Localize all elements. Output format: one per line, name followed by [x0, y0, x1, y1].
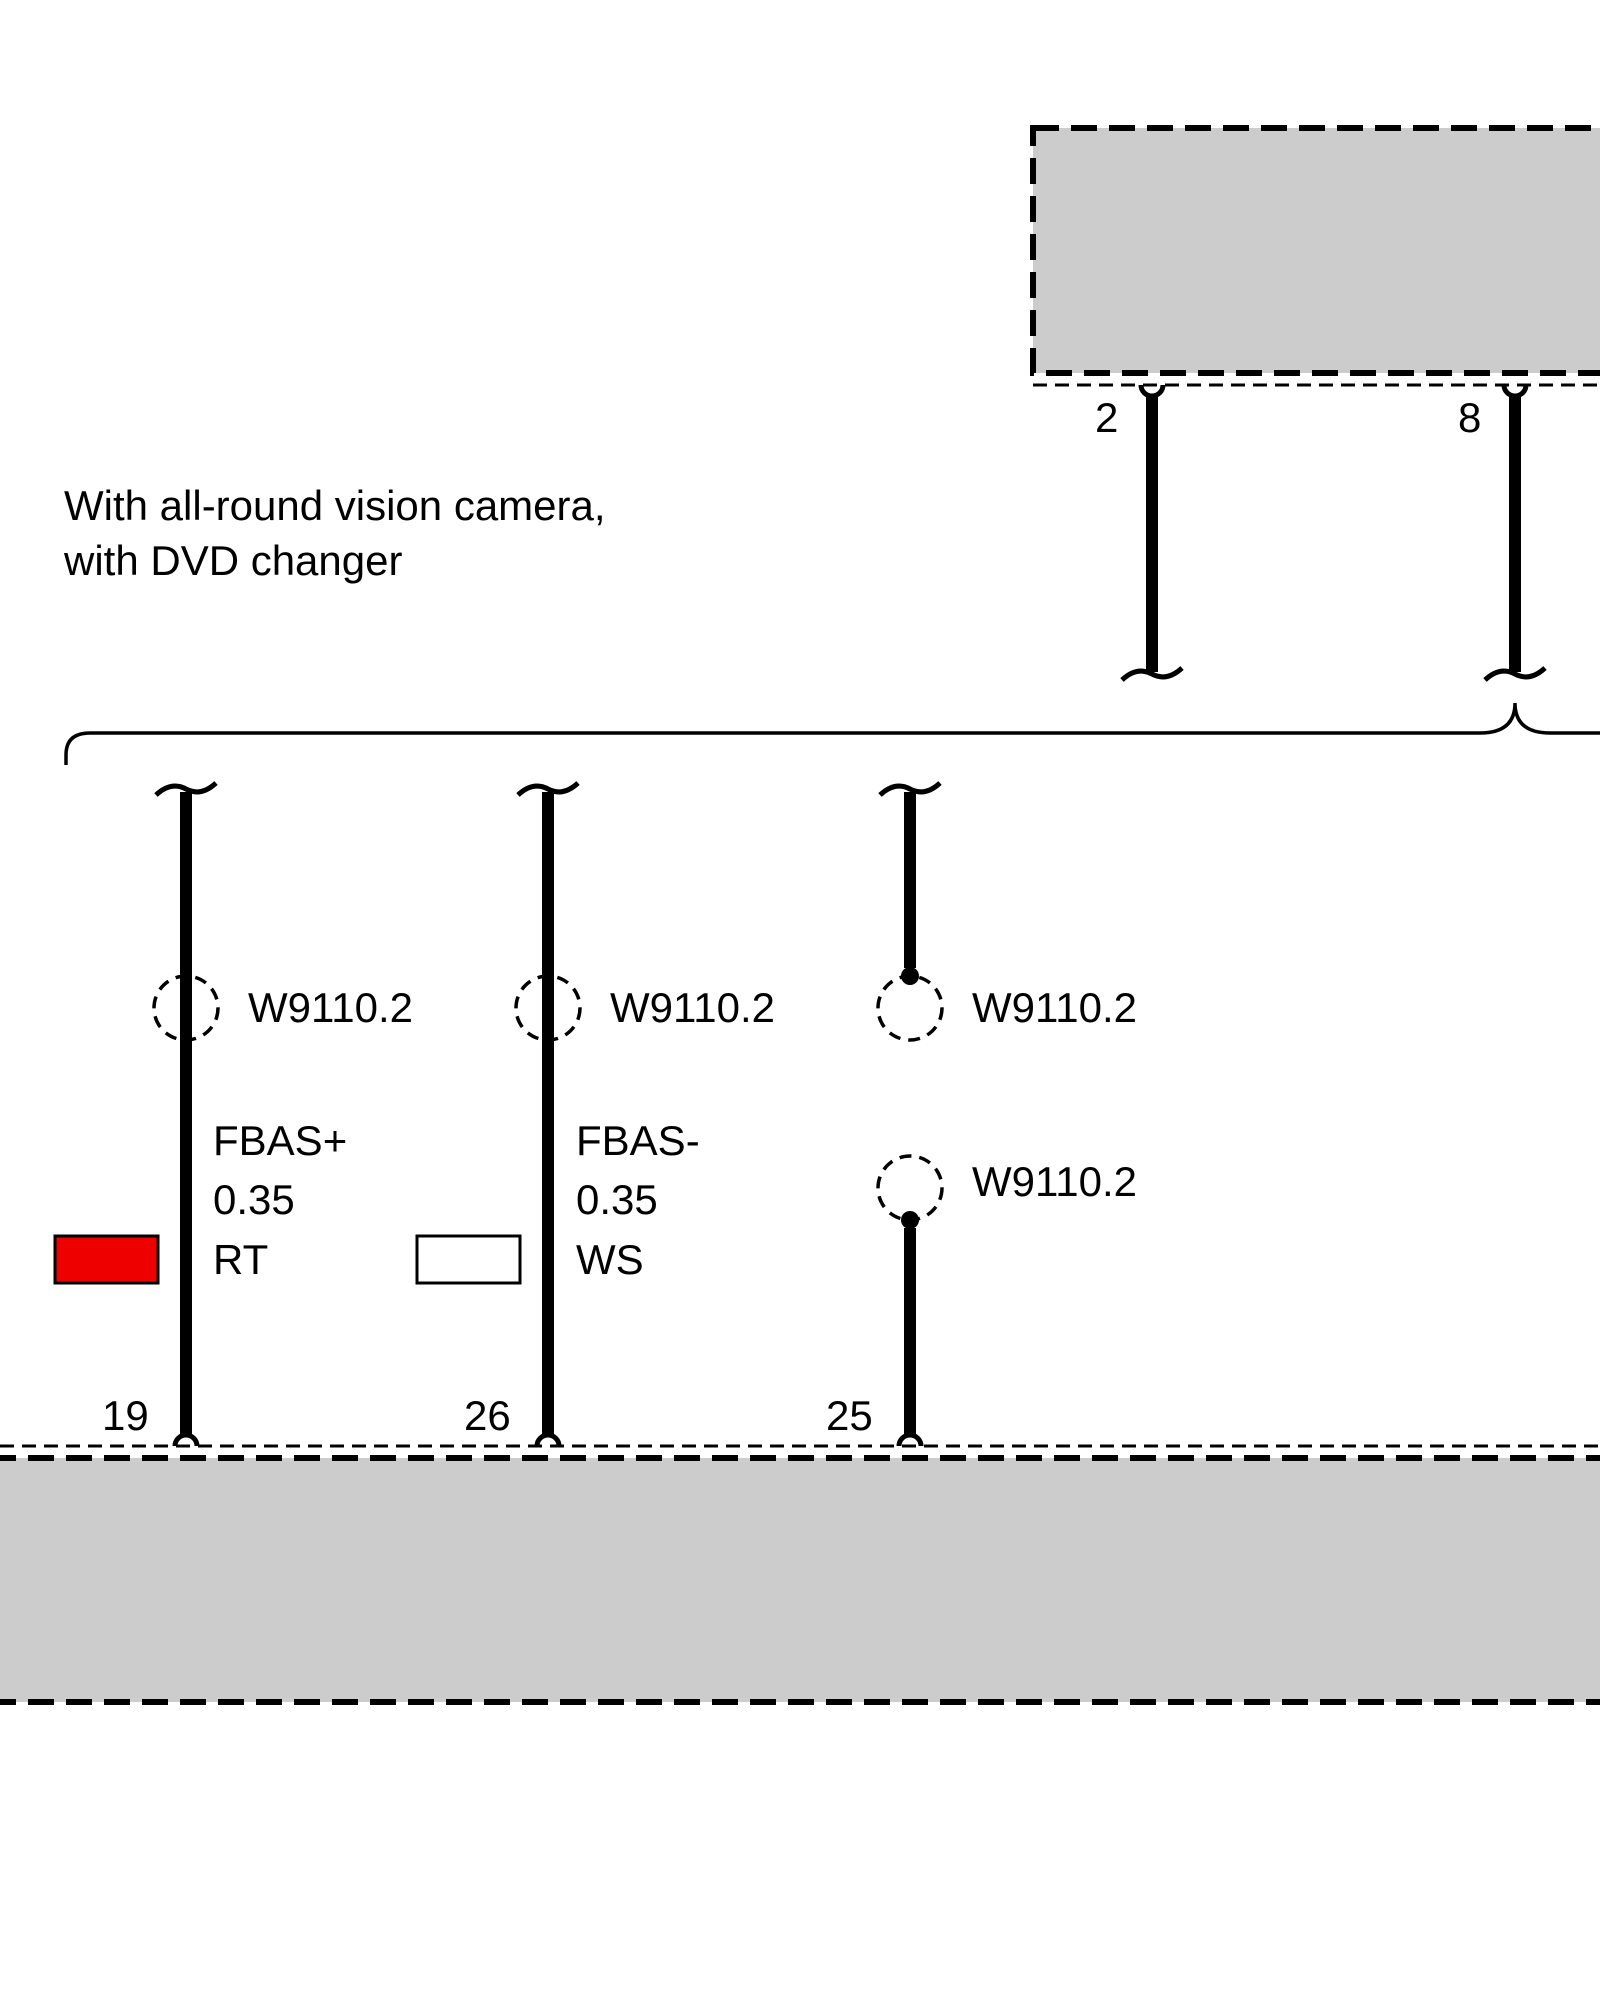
- splice-circle: [514, 974, 582, 1042]
- wire-fbas-plus[interactable]: [152, 781, 220, 1447]
- splice-circle: [152, 974, 220, 1042]
- signal-label-fbas-plus: FBAS+: [213, 1117, 347, 1164]
- top-pin-2-connector: [1120, 384, 1184, 682]
- gauge-label-2: 0.35: [576, 1176, 658, 1223]
- color-code-label-2: WS: [576, 1236, 644, 1283]
- splice-circle-lower: [876, 1154, 944, 1222]
- wire-pin-25[interactable]: [876, 781, 944, 1447]
- gauge-label-1: 0.35: [213, 1176, 295, 1223]
- color-code-label-1: RT: [213, 1236, 268, 1283]
- splice-circle-upper: [876, 974, 944, 1042]
- bottom-pin-label-26: 26: [464, 1392, 511, 1439]
- top-component[interactable]: [1030, 125, 1600, 387]
- bottom-pin-label-19: 19: [102, 1392, 149, 1439]
- splice-label-1: W9110.2: [248, 984, 413, 1031]
- splice-label-3-lower: W9110.2: [972, 1158, 1137, 1205]
- wire-fbas-minus[interactable]: [514, 781, 582, 1447]
- top-pin-8-connector: [1483, 384, 1547, 682]
- variant-note-line2: with DVD changer: [63, 537, 402, 584]
- variant-brace: [64, 702, 1600, 765]
- splice-dot-lower: [901, 1211, 919, 1229]
- color-swatch-white: [415, 1234, 522, 1285]
- signal-label-fbas-minus: FBAS-: [576, 1117, 700, 1164]
- splice-label-2: W9110.2: [610, 984, 775, 1031]
- top-pin-label-2: 2: [1095, 394, 1118, 441]
- splice-label-3-upper: W9110.2: [972, 984, 1137, 1031]
- variant-note-line1: With all-round vision camera,: [64, 482, 606, 529]
- color-swatch-red: [53, 1234, 160, 1285]
- top-pin-label-8: 8: [1458, 394, 1481, 441]
- bottom-component[interactable]: [0, 1444, 1600, 1705]
- bottom-pin-label-25: 25: [826, 1392, 873, 1439]
